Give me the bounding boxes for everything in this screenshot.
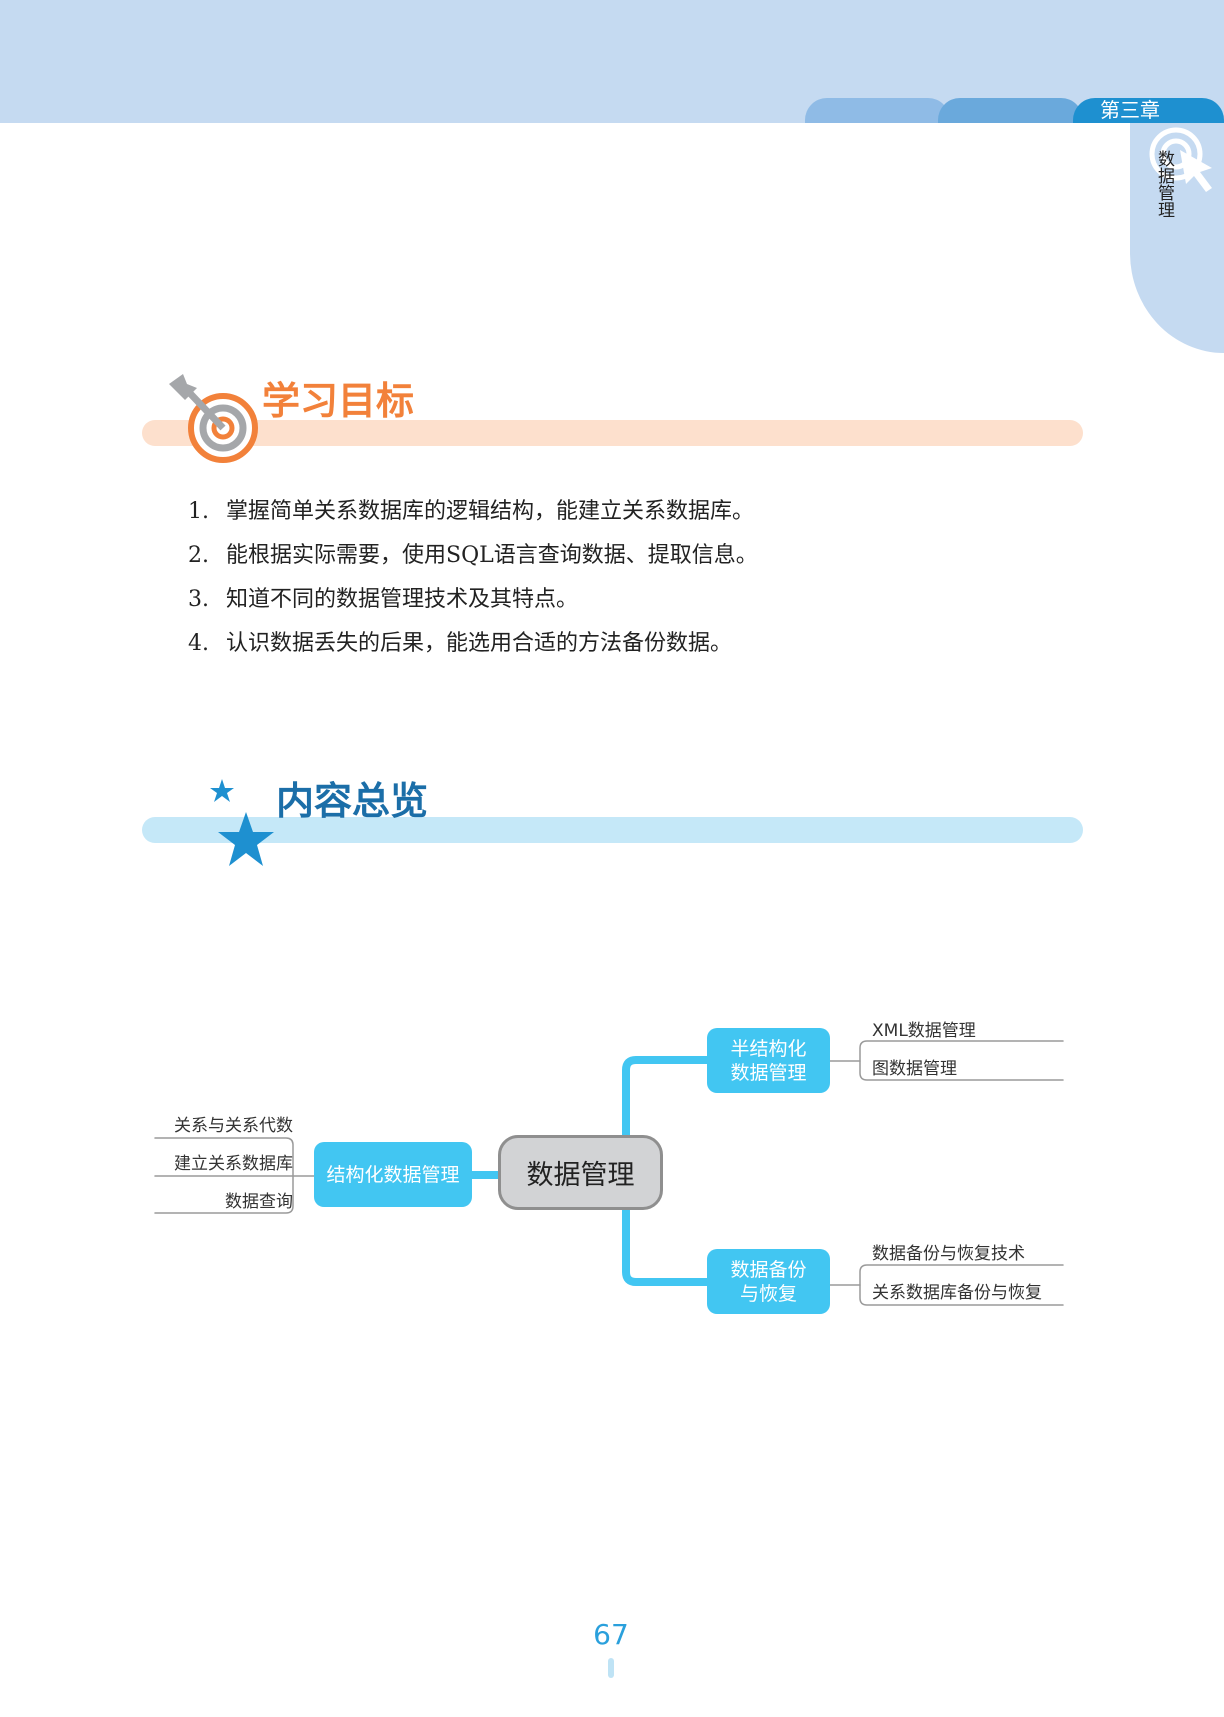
goals-title: 学习目标 — [262, 379, 415, 423]
goal-text: 能根据实际需要，使用SQL语言查询数据、提取信息。 — [226, 543, 758, 568]
node-label-line: 半结构化 — [730, 1037, 807, 1060]
mindmap-leaf: 建立关系数据库 — [174, 1154, 293, 1174]
node-label-line: 与恢复 — [739, 1282, 797, 1305]
goals-list: 1. 掌握简单关系数据库的逻辑结构，能建立关系数据库。 2. 能根据实际需要，使用S… — [188, 496, 758, 672]
target-icon — [169, 374, 258, 463]
mindmap-leaf: 数据查询 — [225, 1192, 293, 1212]
goal-item: 1. 掌握简单关系数据库的逻辑结构，能建立关系数据库。 — [188, 496, 758, 540]
star-icon — [180, 779, 276, 866]
overview-title: 内容总览 — [276, 779, 429, 823]
side-chapter-title: 数据管理 — [1154, 150, 1174, 218]
goal-number: 1. — [188, 499, 209, 524]
mindmap-node-structured: 结构化数据管理 — [314, 1142, 472, 1207]
goal-text: 知道不同的数据管理技术及其特点。 — [226, 587, 579, 612]
mindmap-leaf: 图数据管理 — [872, 1059, 957, 1079]
goal-item: 3. 知道不同的数据管理技术及其特点。 — [188, 584, 758, 628]
mindmap-node-semistructured: 半结构化数据管理 — [707, 1028, 830, 1093]
goal-text: 掌握简单关系数据库的逻辑结构，能建立关系数据库。 — [226, 499, 755, 524]
page-marker — [608, 1658, 614, 1678]
chapter-tab-current: 第三章 — [1073, 98, 1224, 123]
mindmap-center-node: 数据管理 — [498, 1135, 663, 1210]
goal-item: 2. 能根据实际需要，使用SQL语言查询数据、提取信息。 — [188, 540, 758, 584]
node-label-line: 数据备份 — [730, 1258, 807, 1281]
click-cursor-icon — [1149, 127, 1212, 192]
mindmap-leaf: 关系与关系代数 — [174, 1116, 293, 1136]
chapter-tab-2 — [938, 98, 1083, 123]
goal-number: 2. — [188, 543, 209, 568]
chapter-tab-1 — [805, 98, 950, 123]
mindmap-leaf: XML数据管理 — [872, 1021, 976, 1041]
mindmap-leaf: 关系数据库备份与恢复 — [872, 1283, 1042, 1303]
page-number: 67 — [593, 1618, 629, 1651]
node-label-line: 数据管理 — [730, 1061, 807, 1084]
overview-header-bar — [142, 817, 1083, 843]
mindmap-leaf: 数据备份与恢复技术 — [872, 1244, 1025, 1264]
goal-number: 3. — [188, 587, 209, 612]
goal-item: 4. 认识数据丢失的后果，能选用合适的方法备份数据。 — [188, 628, 758, 672]
goal-number: 4. — [188, 631, 209, 656]
goal-text: 认识数据丢失的后果，能选用合适的方法备份数据。 — [226, 631, 733, 656]
mindmap-node-backup: 数据备份与恢复 — [707, 1249, 830, 1314]
goals-header-bar — [142, 420, 1083, 446]
